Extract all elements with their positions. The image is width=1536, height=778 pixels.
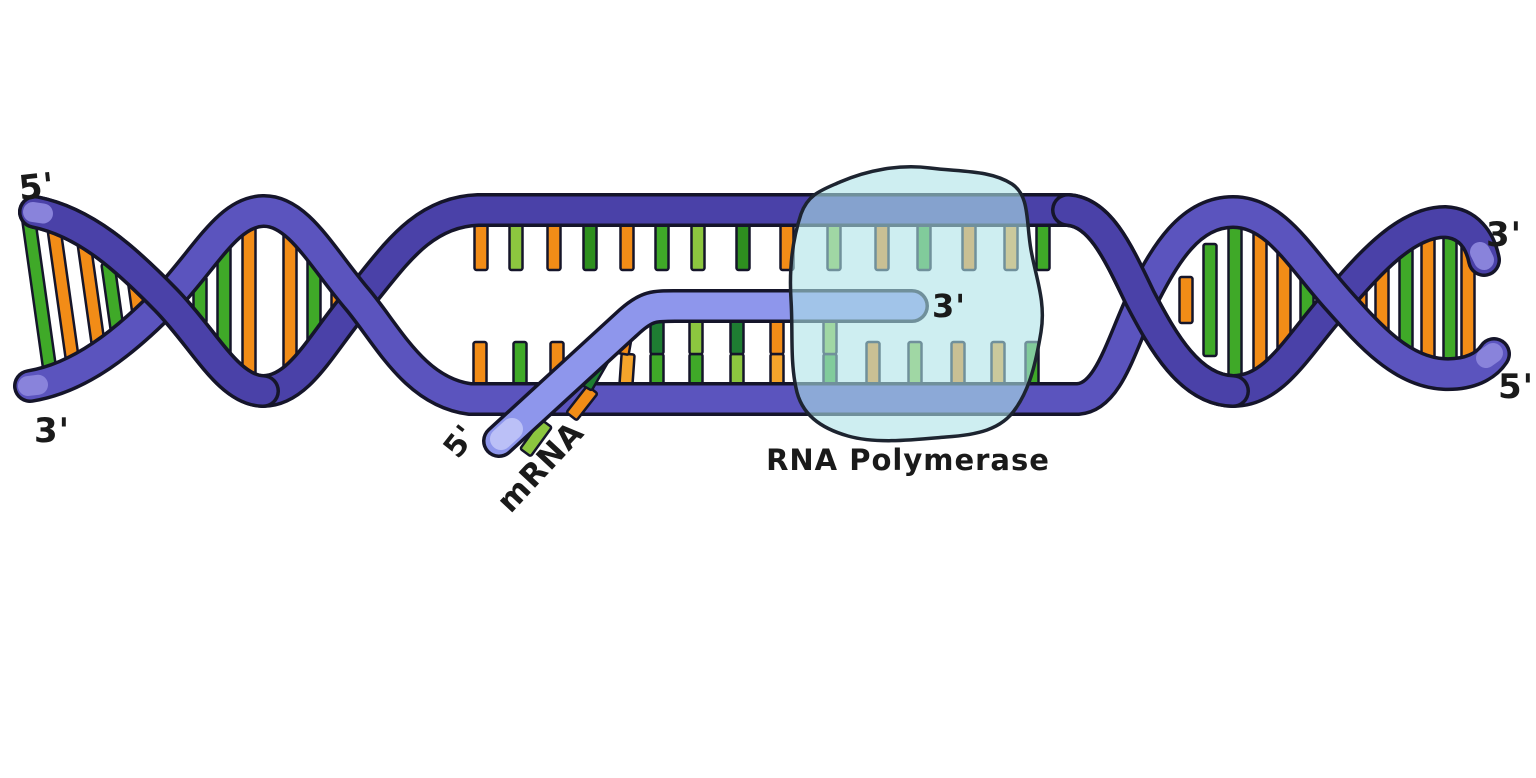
crossing-patch-left-fill bbox=[21, 198, 277, 405]
base-o bbox=[241, 219, 257, 381]
label-dna-left-5prime: 5' bbox=[17, 165, 57, 209]
right-top-tip bbox=[1470, 242, 1494, 270]
base-o bbox=[1178, 275, 1194, 325]
dna-template-strand bbox=[13, 194, 1511, 416]
base-o bbox=[472, 340, 488, 387]
base-ol bbox=[769, 352, 785, 388]
base-mg bbox=[1227, 218, 1243, 382]
mrna-5-tip-highlight bbox=[490, 418, 523, 450]
left-top-tip bbox=[23, 202, 53, 224]
base-o bbox=[769, 316, 785, 356]
label-mrna-5prime: 5' bbox=[437, 418, 484, 465]
base-mg bbox=[688, 352, 704, 388]
label-mrna-3prime: 3' bbox=[932, 287, 966, 325]
base-lg bbox=[688, 316, 704, 356]
strand-crossing-patches bbox=[18, 193, 1250, 408]
base-mg bbox=[512, 340, 528, 387]
base-ol bbox=[618, 352, 636, 388]
base-lg bbox=[729, 352, 745, 388]
crossing-patch-right-fill bbox=[1054, 196, 1247, 405]
rna-polymerase-blob bbox=[788, 165, 1045, 443]
label-dna-right-3prime: 3' bbox=[1486, 215, 1522, 255]
right-bottom-tip bbox=[1476, 343, 1503, 368]
label-rna-polymerase: RNA Polymerase bbox=[766, 443, 1050, 477]
labels-layer: 5' 3' 3' 5' 5' mRNA 3' RNA Polymerase bbox=[17, 165, 1534, 519]
left-bottom-tip bbox=[18, 374, 48, 396]
strand-end-tips bbox=[18, 202, 1503, 396]
mrna-fill bbox=[485, 292, 926, 455]
mrna-strand bbox=[482, 288, 929, 458]
label-dna-left-3prime: 3' bbox=[34, 411, 70, 451]
base-o bbox=[1252, 218, 1268, 382]
base-dg2 bbox=[729, 316, 745, 356]
rna-polymerase-shape bbox=[788, 165, 1045, 443]
label-dna-right-5prime: 5' bbox=[1498, 367, 1534, 407]
base-mg bbox=[1442, 226, 1458, 374]
template-strand-fill bbox=[16, 197, 1508, 413]
base-mg bbox=[649, 352, 665, 388]
base-mg bbox=[1202, 242, 1218, 358]
